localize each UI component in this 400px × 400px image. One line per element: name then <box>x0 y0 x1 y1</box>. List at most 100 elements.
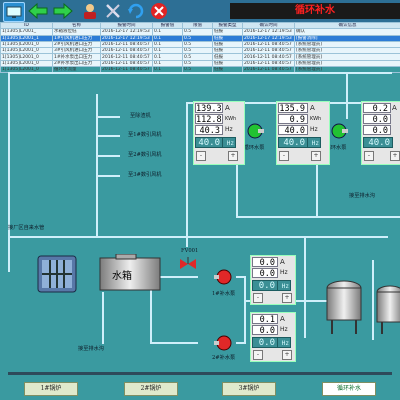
make-pump2-current-unit: A <box>280 315 285 323</box>
circ-pump2-current: 135.9 <box>278 103 308 114</box>
circ-pump1-plus[interactable]: + <box>228 151 238 161</box>
nav-boiler3[interactable]: 3#锅炉 <box>222 382 276 396</box>
page-title: 循环补水 <box>230 3 400 19</box>
make-discharge-riser <box>244 276 246 344</box>
branch-fan3 <box>96 175 120 177</box>
make-pump1-plus[interactable]: + <box>282 293 292 303</box>
circ-pump1-freq: 40.3 <box>195 125 223 136</box>
label-to-fan2: 至2#数引风机 <box>128 152 162 158</box>
make-pump1-current-unit: A <box>280 258 285 266</box>
make-pump2-discharge <box>236 342 246 344</box>
alarm-cell: 2016-12-11 08:40:57 <box>100 59 153 68</box>
branch-fan2 <box>96 155 120 157</box>
make-pump1-suction <box>150 276 198 278</box>
label-to-fan3: 至3#数引风机 <box>128 172 162 178</box>
drain-header-right <box>236 216 400 218</box>
circ-pump3-plus[interactable]: + <box>390 151 400 161</box>
circ-pump3-setpoint[interactable]: 40.0 <box>363 137 393 148</box>
factory-water-pipe <box>8 236 388 238</box>
circ-pump2-freq-unit: Hz <box>310 126 318 133</box>
nav-boiler1[interactable]: 1#锅炉 <box>24 382 78 396</box>
tools-icon[interactable] <box>103 2 123 20</box>
circ-pump2-freq: 40.0 <box>278 125 308 136</box>
make-pump2-label: 2#补水泵 <box>212 355 236 361</box>
back-arrow-icon[interactable] <box>27 2 49 20</box>
nav-circulation[interactable]: 循环补水 <box>322 382 376 396</box>
tank-outlet-pipe <box>150 270 152 344</box>
circ-pump1-current-unit: A <box>225 104 230 112</box>
circ-riser-3 <box>346 74 348 119</box>
fan-supply-riser <box>96 94 98 236</box>
make-pump1-freq: 0.0 <box>252 268 278 279</box>
alarm-cell: 2016-12-11 08:40:57 <box>100 40 153 49</box>
circ-pump1-energy-unit: KWh <box>225 116 237 122</box>
valve-tag: FV001 <box>181 248 199 254</box>
make-pump1-freq-unit: Hz <box>280 269 288 276</box>
control-valve-icon[interactable] <box>180 256 196 270</box>
monitor-icon[interactable] <box>3 2 25 22</box>
branch-dust <box>96 116 120 118</box>
circ-pump3-minus[interactable]: - <box>364 151 374 161</box>
tank-label: 水箱 <box>112 271 132 282</box>
alarm-cell: 2016-12-11 08:40:57 <box>242 40 295 49</box>
right-riser <box>304 238 306 338</box>
circ-pump2-plus[interactable]: + <box>311 151 321 161</box>
label-to-fan1: 至1#数引风机 <box>128 132 162 138</box>
label-factory-water: 接厂区自来水管 <box>8 225 45 231</box>
make-pump2-icon[interactable] <box>214 334 234 352</box>
circ-pump1-setpoint[interactable]: 40.0 <box>195 137 223 148</box>
make-pump1-icon[interactable] <box>214 268 234 286</box>
alarm-cell: 2016-12-11 08:40:57 <box>100 53 153 61</box>
make-pump2-plus[interactable]: + <box>282 350 292 360</box>
alarm-cell: 2016-12-17 12:19:53 <box>242 28 295 36</box>
water-filter <box>36 252 78 296</box>
make-pump1-setpoint[interactable]: 0.0 <box>252 280 278 291</box>
label-to-dust: 至除渣机 <box>130 113 151 119</box>
circ-pump3-energy: 0.0 <box>363 114 391 125</box>
alarm-cell: 2016-12-17 12:19:53 <box>100 34 153 42</box>
label-drain-right: 接至排水沟 <box>349 193 375 199</box>
close-icon[interactable] <box>149 2 169 20</box>
circ-pump2-minus[interactable]: - <box>279 151 289 161</box>
circ-pump2-energy: 0.9 <box>278 114 308 125</box>
circ-pump1-current: 139.3 <box>195 103 223 114</box>
make-pump2-current: 0.1 <box>252 314 278 325</box>
circ-pump1-label: 1#循环水泵 <box>236 145 265 151</box>
make-pump1-discharge <box>236 276 246 278</box>
alarm-cell: 2016-12-11 08:40:57 <box>242 59 295 68</box>
circ-pump1-icon[interactable] <box>246 122 264 140</box>
circ-pump3-current: 0.2 <box>363 103 391 114</box>
alarm-cell: 2016-12-11 08:40:57 <box>100 47 153 55</box>
refresh-icon[interactable] <box>126 2 146 20</box>
make-pump1-current: 0.0 <box>252 257 278 268</box>
softener-vessel <box>376 284 400 336</box>
make-pump2-freq: 0.0 <box>252 325 278 336</box>
left-vertical-pipe <box>8 72 10 272</box>
circ-pump2-setpoint[interactable]: 40.0 <box>278 137 308 148</box>
alarm-cell: 2016-12-11 08:40:57 <box>242 47 295 55</box>
circ-return-riser <box>186 102 188 247</box>
make-pump2-suction <box>150 342 198 344</box>
make-pump1-minus[interactable]: - <box>253 293 263 303</box>
make-pump2-minus[interactable]: - <box>253 350 263 360</box>
user-icon[interactable] <box>80 2 100 20</box>
label-drain-left: 接至排水沟 <box>78 346 104 352</box>
forward-arrow-icon[interactable] <box>52 2 74 20</box>
make-pump1-label: 1#补水泵 <box>212 291 236 297</box>
alarm-cell: 2016-12-17 12:19:53 <box>100 28 153 36</box>
alarm-cell: 2016-12-11 08:40:57 <box>242 53 295 61</box>
make-pump2-setpoint[interactable]: 0.0 <box>252 337 278 348</box>
circ-pump3-current-unit: A <box>392 104 397 112</box>
alarm-cell: 2016-12-17 12:19:53 <box>242 34 295 42</box>
branch-fan1 <box>96 135 120 137</box>
water-tank: 水箱 <box>98 253 162 294</box>
nav-boiler2[interactable]: 2#锅炉 <box>124 382 178 396</box>
top-main-pipe <box>8 72 392 74</box>
floor-line <box>8 372 392 375</box>
circ-pump1-minus[interactable]: - <box>196 151 206 161</box>
circ-drop-2 <box>316 118 318 218</box>
circ-pump2-icon[interactable] <box>330 122 348 140</box>
